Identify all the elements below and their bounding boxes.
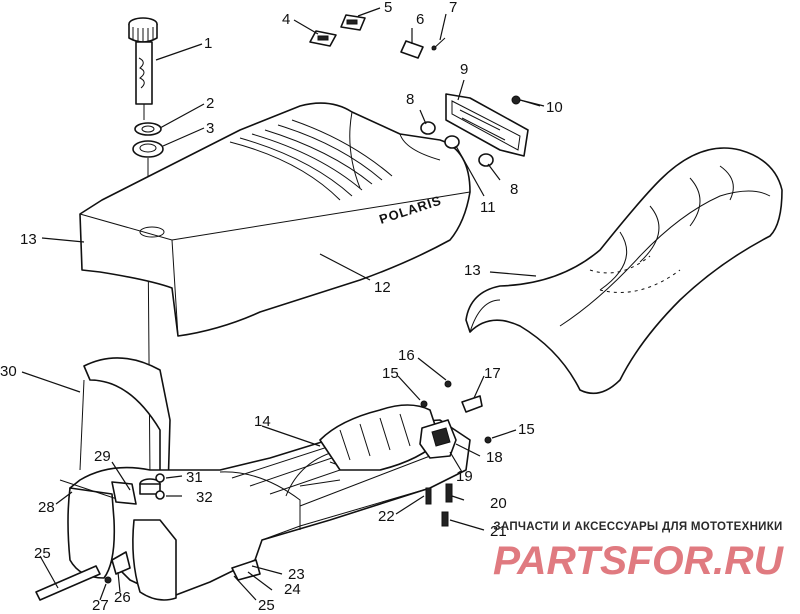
bushing-8b bbox=[478, 153, 494, 167]
callout-31: 31 bbox=[186, 469, 203, 486]
callout-12: 12 bbox=[374, 279, 391, 296]
callout-25b: 25 bbox=[34, 545, 51, 562]
callout-16: 16 bbox=[398, 347, 415, 364]
callout-29: 29 bbox=[94, 448, 111, 465]
fitting-26 bbox=[111, 551, 131, 575]
callout-17: 17 bbox=[484, 365, 501, 382]
latch-assembly bbox=[419, 395, 483, 459]
callout-4: 4 bbox=[282, 11, 290, 28]
callout-9: 9 bbox=[460, 61, 468, 78]
grommet-ring bbox=[132, 140, 164, 158]
callout-8a: 8 bbox=[406, 91, 414, 108]
callout-11: 11 bbox=[480, 199, 496, 216]
callout-2: 2 bbox=[206, 95, 214, 112]
nut-15b bbox=[484, 436, 492, 444]
callout-labels: 1 2 3 4 5 6 7 8 9 10 8 11 13 12 13 30 16… bbox=[0, 0, 563, 614]
callout-6: 6 bbox=[416, 11, 424, 28]
plate-4 bbox=[309, 30, 337, 47]
bushing-8a bbox=[420, 121, 436, 135]
callout-21: 21 bbox=[490, 523, 507, 540]
washer-31 bbox=[155, 473, 165, 483]
washer-32 bbox=[155, 490, 165, 500]
callout-13b: 13 bbox=[464, 262, 481, 279]
callout-19: 19 bbox=[456, 468, 473, 485]
fastener-20 bbox=[445, 483, 453, 503]
callout-18: 18 bbox=[486, 449, 503, 466]
strap-28 bbox=[59, 479, 121, 501]
callout-20: 20 bbox=[490, 495, 507, 512]
callout-10: 10 bbox=[546, 99, 563, 116]
watermark-logo: PARTSFOR.RU bbox=[493, 539, 784, 582]
callout-5: 5 bbox=[384, 0, 392, 16]
screw-16 bbox=[444, 380, 452, 388]
watermark: ЗАПЧАСТИ И АКСЕССУАРЫ ДЛЯ МОТОТЕХНИКИ PA… bbox=[488, 518, 788, 598]
fuel-tank-and-seat-base bbox=[67, 404, 471, 601]
bushing-11 bbox=[444, 135, 460, 149]
seat-foam-13 bbox=[465, 147, 783, 395]
plate-6 bbox=[400, 40, 424, 59]
callout-27: 27 bbox=[92, 597, 109, 614]
seat-cover-12: POLARIS bbox=[79, 102, 471, 337]
plate-5 bbox=[340, 14, 366, 31]
leader-lines bbox=[21, 7, 545, 601]
callout-8b: 8 bbox=[510, 181, 518, 198]
bracket-29 bbox=[111, 481, 137, 505]
callout-30: 30 bbox=[0, 363, 17, 380]
callout-22: 22 bbox=[378, 508, 395, 525]
clip-27 bbox=[104, 576, 112, 584]
gasket-ring bbox=[134, 122, 162, 136]
callout-28: 28 bbox=[38, 499, 55, 516]
callout-1: 1 bbox=[204, 35, 212, 52]
callout-25a: 25 bbox=[258, 597, 275, 614]
callout-15b: 15 bbox=[518, 421, 535, 438]
callout-26: 26 bbox=[114, 589, 131, 606]
callout-23: 23 bbox=[288, 566, 305, 583]
callout-15a: 15 bbox=[382, 365, 399, 382]
callout-14: 14 bbox=[254, 413, 271, 430]
hose-25 bbox=[35, 565, 101, 601]
callout-7: 7 bbox=[449, 0, 457, 16]
callout-24: 24 bbox=[284, 581, 301, 598]
nut-15a bbox=[420, 400, 428, 408]
watermark-logo-text: PARTSFOR.RU bbox=[493, 539, 784, 582]
callout-13a: 13 bbox=[20, 231, 37, 248]
fuel-cap-assembly bbox=[128, 17, 158, 105]
watermark-caption: ЗАПЧАСТИ И АКСЕССУАРЫ ДЛЯ МОТОТЕХНИКИ bbox=[493, 521, 783, 533]
callout-3: 3 bbox=[206, 120, 214, 137]
callout-32: 32 bbox=[196, 489, 213, 506]
fastener-22 bbox=[425, 487, 432, 505]
fastener-21 bbox=[441, 511, 449, 527]
latch-bracket-9 bbox=[445, 93, 529, 157]
clamp-23-24 bbox=[231, 559, 261, 581]
